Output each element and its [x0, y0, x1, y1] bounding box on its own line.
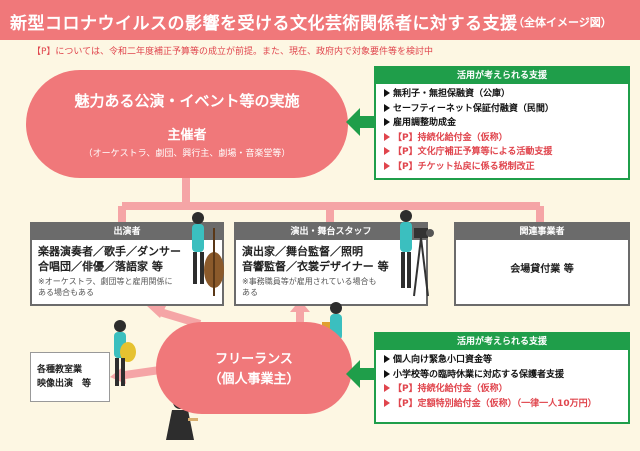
- performers-header: 出演者: [32, 224, 222, 240]
- freelance-subtitle: （個人事業主）: [208, 372, 300, 387]
- title-bar: 新型コロナウイルスの影響を受ける文化芸術関係者に対する支援 （全体イメージ図）: [0, 0, 640, 40]
- camera-operator-illustration-icon: [400, 210, 434, 297]
- support-item: 小学校等の臨時休業に対応する保護者支援: [384, 368, 628, 383]
- organizer-role: 主催者: [167, 128, 207, 143]
- support-item-label: 個人向け緊急小口資金等: [393, 355, 493, 365]
- support-item: 【P】定額特別給付金（仮称）（一律一人10万円）: [384, 397, 628, 412]
- support-list: 無利子・無担保融資（公庫） セーフティーネット保証付融資（民間） 雇用調整助成金【P…: [376, 84, 628, 174]
- organizer-title: 魅力ある公演・イベント等の実施: [74, 92, 300, 110]
- triangle-bullet-icon: [384, 89, 390, 97]
- support-item: 【P】文化庁補正予算等による活動支援: [384, 145, 628, 160]
- freelance-title: フリーランス: [215, 352, 293, 367]
- classes-box: 各種教室業 映像出演 等: [30, 352, 110, 402]
- classes-line-2: 映像出演 等: [37, 379, 92, 389]
- related-header: 関連事業者: [456, 224, 628, 240]
- staff-list: 演出家／舞台監督／照明 音響監督／衣裳デザイナー 等: [236, 240, 426, 274]
- support-box-bottom: 活用が考えられる支援 個人向け緊急小口資金等小学校等の臨時休業に対応する保護者支…: [374, 332, 630, 424]
- performers-line-1: 楽器演奏者／歌手／ダンサー: [38, 245, 181, 258]
- triangle-bullet-icon: [384, 384, 390, 392]
- triangle-bullet-icon: [384, 103, 390, 112]
- support-item-label: 【P】文化庁補正予算等による活動支援: [393, 147, 553, 157]
- triangle-bullet-icon: [384, 118, 390, 126]
- staff-note-line-1: ※事務職員等が雇用されている場合も: [242, 277, 377, 286]
- freelance-node: フリーランス （個人事業主）: [156, 322, 352, 414]
- guitarist-illustration-icon: [114, 320, 136, 386]
- performers-note: ※オーケストラ、劇団等と雇用関係に ある場合もある: [32, 274, 222, 298]
- page-title: 新型コロナウイルスの影響を受ける文化芸術関係者に対する支援: [10, 14, 518, 34]
- arrow-to-staff-head: [290, 300, 310, 312]
- green-arrow-left-icon: [346, 108, 374, 136]
- triangle-bullet-icon: [384, 398, 390, 407]
- support-header: 活用が考えられる支援: [376, 334, 628, 350]
- page-subtitle: （全体イメージ図）: [513, 16, 612, 29]
- support-item-label: セーフティーネット保証付融資（民間）: [393, 103, 554, 114]
- support-item: 【P】チケット払戻に係る税制改正: [384, 160, 628, 175]
- triangle-bullet-icon: [384, 147, 390, 155]
- arrow-to-performers-head: [146, 302, 168, 318]
- performers-note-line-2: ある場合もある: [38, 288, 94, 297]
- support-item-label: 無利子・無担保融資（公庫）: [393, 89, 511, 99]
- triangle-bullet-icon: [384, 369, 390, 378]
- support-item: 無利子・無担保融資（公庫）: [384, 87, 628, 102]
- performers-note-line-1: ※オーケストラ、劇団等と雇用関係に: [38, 277, 173, 286]
- staff-note-line-2: ある: [242, 288, 258, 297]
- organizer-node: 魅力ある公演・イベント等の実施 主催者 （オーケストラ、劇団、興行主、劇場・音楽…: [26, 70, 348, 178]
- staff-header: 演出・舞台スタッフ: [236, 224, 426, 240]
- performers-box: 出演者 楽器演奏者／歌手／ダンサー 合唱団／俳優／落語家 等 ※オーケストラ、劇…: [30, 222, 224, 306]
- condition-note: 【P】については、令和二年度補正予算等の成立が前提。また、現在、政府内で対象要件…: [32, 47, 433, 57]
- performers-line-2: 合唱団／俳優／落語家 等: [38, 260, 163, 273]
- support-item-label: 雇用調整助成金: [393, 118, 457, 128]
- support-list: 個人向け緊急小口資金等小学校等の臨時休業に対応する保護者支援【P】持続化給付金（…: [376, 350, 628, 411]
- support-item-label: 【P】定額特別給付金（仮称）（一律一人10万円）: [393, 398, 597, 409]
- support-item: セーフティーネット保証付融資（民間）: [384, 102, 628, 117]
- staff-line-2: 音響監督／衣裳デザイナー 等: [242, 260, 389, 273]
- staff-line-1: 演出家／舞台監督／照明: [242, 245, 363, 258]
- cellist-illustration-icon: [192, 212, 224, 296]
- support-item: 【P】持続化給付金（仮称）: [384, 131, 628, 146]
- related-business-box: 関連事業者 会場貸付業 等: [454, 222, 630, 306]
- related-main: 会場貸付業 等: [510, 264, 574, 275]
- performers-list: 楽器演奏者／歌手／ダンサー 合唱団／俳優／落語家 等: [32, 240, 222, 274]
- staff-box: 演出・舞台スタッフ 演出家／舞台監督／照明 音響監督／衣裳デザイナー 等 ※事務…: [234, 222, 428, 306]
- triangle-bullet-icon: [384, 355, 390, 363]
- classes-line-1: 各種教室業: [37, 365, 83, 375]
- support-item: 【P】持続化給付金（仮称）: [384, 382, 628, 397]
- triangle-bullet-icon: [384, 132, 390, 141]
- support-header: 活用が考えられる支援: [376, 68, 628, 84]
- support-item: 個人向け緊急小口資金等: [384, 353, 628, 368]
- green-arrow-left-icon: [346, 360, 374, 388]
- support-item-label: 【P】持続化給付金（仮称）: [393, 384, 508, 394]
- staff-note: ※事務職員等が雇用されている場合も ある: [236, 274, 426, 298]
- support-box-top: 活用が考えられる支援 無利子・無担保融資（公庫） セーフティーネット保証付融資（民…: [374, 66, 630, 180]
- triangle-bullet-icon: [384, 161, 390, 170]
- support-item-label: 小学校等の臨時休業に対応する保護者支援: [393, 369, 565, 380]
- organizer-members: （オーケストラ、劇団、興行主、劇場・音楽堂等）: [83, 149, 291, 159]
- support-item: 雇用調整助成金: [384, 116, 628, 131]
- support-item-label: 【P】持続化給付金（仮称）: [393, 132, 508, 143]
- support-item-label: 【P】チケット払戻に係る税制改正: [393, 161, 535, 172]
